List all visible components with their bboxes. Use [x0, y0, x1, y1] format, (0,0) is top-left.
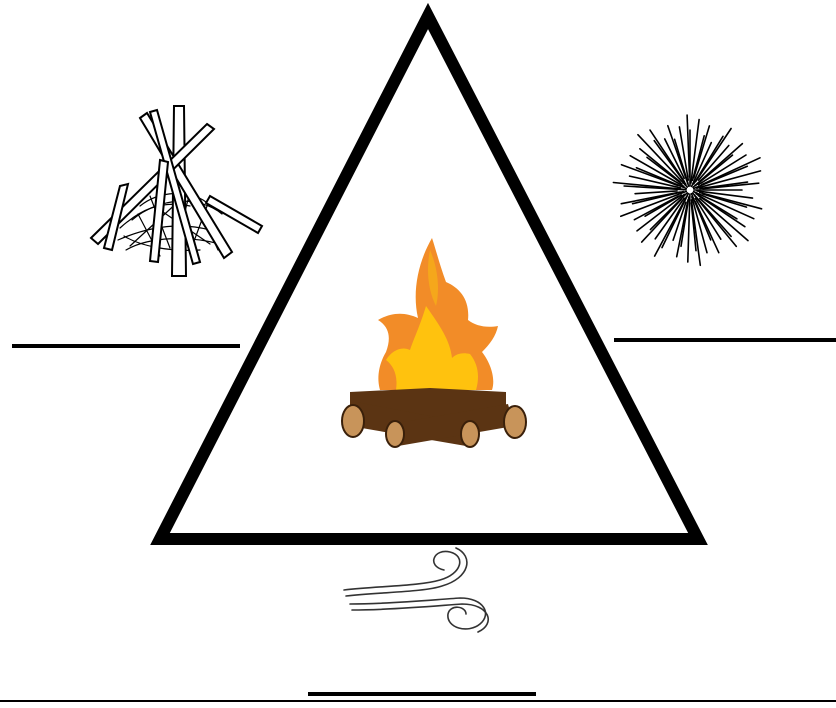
wind-air-icon: [344, 548, 488, 632]
heat-burst-icon: [613, 115, 761, 265]
answer-blank-right[interactable]: [614, 338, 836, 342]
heat-ray: [677, 200, 688, 257]
heat-ray: [694, 195, 736, 246]
heat-ray: [687, 115, 689, 177]
answer-blank-left[interactable]: [12, 344, 240, 348]
page-bottom-rule: [0, 700, 836, 702]
stacked-firewood-icon: [91, 106, 262, 276]
campfire-icon: [342, 238, 526, 447]
answer-blank-bottom[interactable]: [308, 692, 536, 696]
heat-ray: [695, 155, 732, 186]
